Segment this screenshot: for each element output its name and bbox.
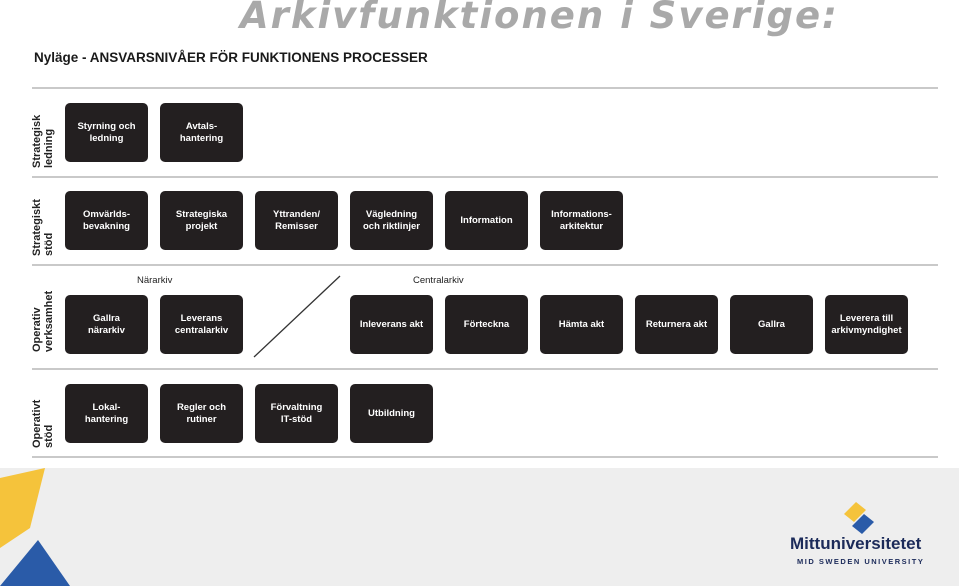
row-label-line1: Operativ <box>31 307 43 352</box>
box-avtalshantering: Avtals- hantering <box>160 103 243 162</box>
divider-3 <box>32 368 938 370</box>
box-returnera-akt: Returnera akt <box>635 295 718 354</box>
box-lokalhantering: Lokal- hantering <box>65 384 148 443</box>
row-label-strategisk-ledning: Strategisk ledning <box>23 98 63 168</box>
corner-shape-decoration <box>0 468 70 586</box>
box-strategiska-projekt: Strategiska projekt <box>160 191 243 250</box>
footer-band <box>0 468 959 586</box>
university-logo-subname: MID SWEDEN UNIVERSITY <box>797 557 925 566</box>
row-label-operativt-stod: Operativt stöd <box>23 378 63 448</box>
box-gallra: Gallra <box>730 295 813 354</box>
divider-2 <box>32 264 938 266</box>
group-label-centralarkiv: Centralarkiv <box>413 275 464 286</box>
box-gallra-nararkiv: Gallra närarkiv <box>65 295 148 354</box>
box-yttranden-remisser: Yttranden/ Remisser <box>255 191 338 250</box>
row-label-line2: stöd <box>43 232 55 256</box>
row-label-line2: verksamhet <box>43 290 55 352</box>
box-vagledning: Vägledning och riktlinjer <box>350 191 433 250</box>
box-forvaltning-it-stod: Förvaltning IT-stöd <box>255 384 338 443</box>
box-regler-och-rutiner: Regler och rutiner <box>160 384 243 443</box>
box-utbildning: Utbildning <box>350 384 433 443</box>
row-label-line1: Strategisk <box>31 114 43 168</box>
divider-top <box>32 87 938 89</box>
diagram-subtitle: Nyläge - ANSVARSNIVÅER FÖR FUNKTIONENS P… <box>34 50 428 65</box>
box-leverans-centralarkiv: Leverans centralarkiv <box>160 295 243 354</box>
box-leverera-arkivmyndighet: Leverera till arkivmyndighet <box>825 295 908 354</box>
university-logo-name: Mittuniversitetet <box>790 534 922 553</box>
box-forteckna: Förteckna <box>445 295 528 354</box>
group-label-nararkiv: Närarkiv <box>137 275 173 286</box>
row-label-line1: Strategiskt <box>31 199 43 256</box>
box-styrning-och-ledning: Styrning och ledning <box>65 103 148 162</box>
box-informationsarkitektur: Informations- arkitektur <box>540 191 623 250</box>
page-title: Arkivfunktionen i Sverige: <box>240 0 839 37</box>
divider-bottom <box>32 456 938 458</box>
box-information: Information <box>445 191 528 250</box>
box-hamta-akt: Hämta akt <box>540 295 623 354</box>
row-label-line2: ledning <box>43 128 55 168</box>
box-omvarldsbevakning: Omvärlds- bevakning <box>65 191 148 250</box>
diagonal-separator <box>253 275 341 358</box>
row-label-line1: Operativt <box>31 399 43 448</box>
row-label-operativ-verksamhet: Operativ verksamhet <box>23 282 63 352</box>
university-logo-icon <box>844 502 874 534</box>
divider-1 <box>32 176 938 178</box>
row-label-strategiskt-stod: Strategiskt stöd <box>23 186 63 256</box>
row-label-line2: stöd <box>43 424 55 448</box>
box-inleverans-akt: Inleverans akt <box>350 295 433 354</box>
